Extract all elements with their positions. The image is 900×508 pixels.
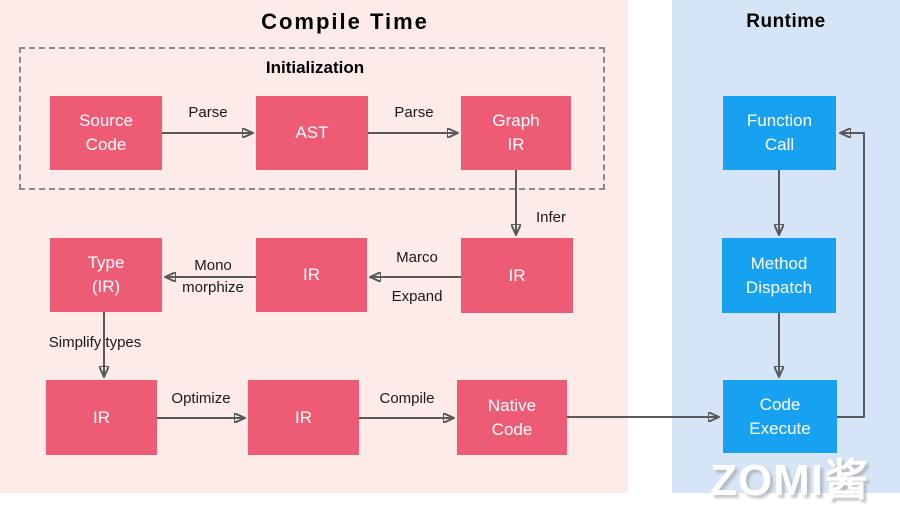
node-code-execute: Code Execute [723, 380, 837, 453]
node-ir-expand: IR [256, 238, 367, 312]
edge-label-marco: Marco [396, 249, 438, 266]
node-method-dispatch: Method Dispatch [722, 238, 836, 313]
node-ir-before-optimize: IR [46, 380, 157, 455]
edge-label-simplify-types: Simplify types [48, 334, 142, 351]
node-ir-after-optimize: IR [248, 380, 359, 455]
edge-label-parse-1: Parse [188, 104, 228, 121]
compile-time-title: Compile Time [261, 9, 429, 34]
node-graph-ir: Graph IR [461, 96, 571, 170]
node-function-call: Function Call [723, 96, 836, 170]
node-ir-infer: IR [461, 238, 573, 313]
node-type-ir: Type (IR) [50, 238, 162, 312]
node-ast: AST [256, 96, 368, 170]
initialization-group-border [19, 47, 605, 190]
node-source-code: Source Code [50, 96, 162, 170]
runtime-title: Runtime [746, 11, 826, 32]
edge-label-parse-2: Parse [394, 104, 434, 121]
node-native-code: Native Code [457, 380, 567, 455]
edge-label-optimize: Optimize [171, 390, 231, 407]
edge-label-expand: Expand [391, 288, 443, 305]
edge-label-monomorphize: Mono morphize [182, 257, 244, 296]
edge-label-infer: Infer [535, 209, 566, 226]
edge-label-compile: Compile [379, 390, 435, 407]
initialization-title: Initialization [265, 58, 365, 77]
zomi-watermark: ZOMI酱 [710, 456, 869, 505]
